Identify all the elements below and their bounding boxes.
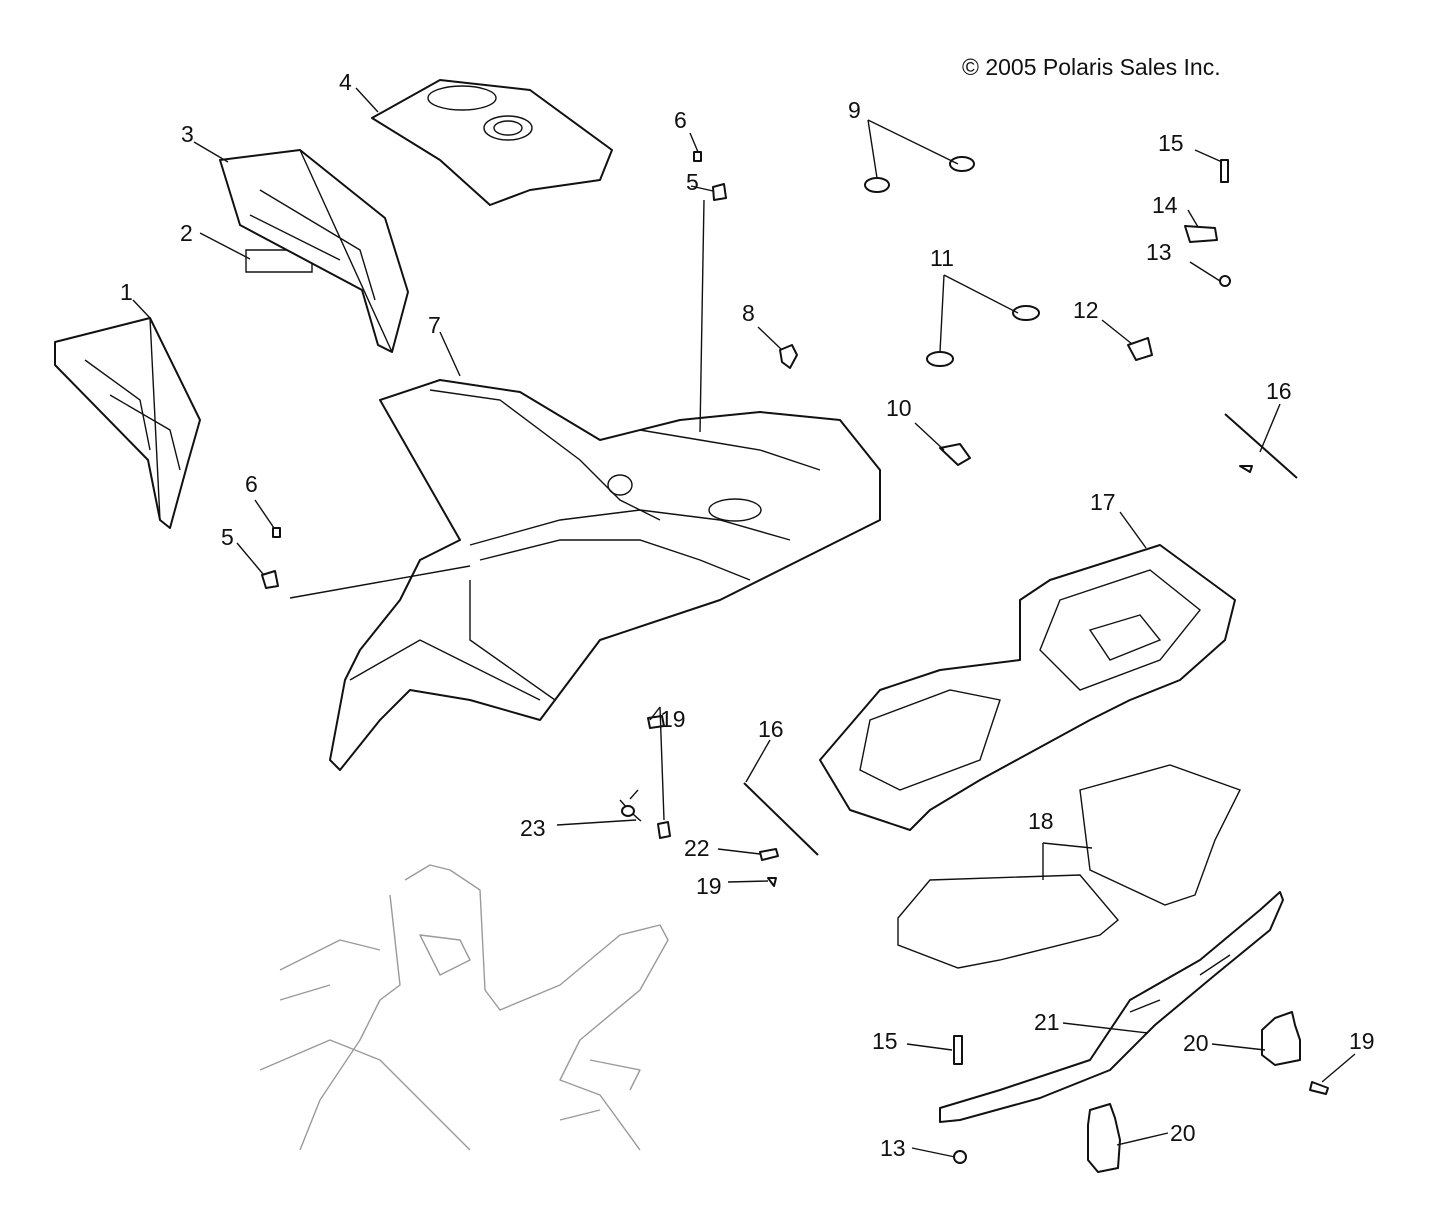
strap-23-loop [621,805,635,817]
screw-15-upper [1220,159,1229,183]
bolt-8 [779,344,798,369]
callout-13-lower: 13 [880,1135,906,1161]
callout-17: 17 [1090,489,1116,515]
callout-12: 12 [1073,297,1099,323]
callout-5-lower: 5 [221,524,234,550]
screw-19-right [1309,1081,1329,1095]
callouts: 1 2 3 4 5 5 6 6 7 8 9 10 11 12 13 13 14 … [120,69,1375,1161]
callout-18: 18 [1028,808,1054,834]
callout-20-lower: 20 [1170,1120,1196,1146]
part-1-left-side-panel [54,317,201,529]
nut-13-lower [953,1150,967,1164]
callout-19-upper: 19 [660,706,686,732]
grommet-19-lower [657,821,671,839]
fasteners [261,151,1329,1164]
callout-4: 4 [339,69,352,95]
plug-11-upper [1012,305,1040,321]
part-20-bracket-upper [1261,1011,1301,1066]
callout-9: 9 [848,97,861,123]
part-17-rear-rack [819,544,1236,831]
callout-13-upper: 13 [1146,239,1172,265]
part-20-bracket-lower [1087,1103,1121,1173]
rod-16-upper [1224,413,1298,479]
pin-19-lower [767,877,777,887]
clip-5-lower [261,570,279,589]
screw-15-lower [953,1035,963,1065]
callout-5-upper: 5 [686,169,699,195]
copyright-text: © 2005 Polaris Sales Inc. [962,54,1221,80]
plate-14 [1184,225,1218,243]
callout-21: 21 [1034,1009,1060,1035]
part-21-grab-bar [939,891,1284,1123]
part-3-side-panel [219,149,409,353]
callout-2: 2 [180,220,193,246]
part-4-top-cover [371,79,613,206]
clip-22 [759,848,779,861]
callout-16-upper: 16 [1266,378,1292,404]
plug-11-lower [926,351,954,367]
nut-13-upper [1219,275,1231,287]
callout-6-upper: 6 [674,107,687,133]
callout-23: 23 [520,815,546,841]
part-7-main-body [329,379,881,771]
clip-5-upper [712,183,727,201]
frame-ghost [259,864,669,1151]
callout-15-lower: 15 [872,1028,898,1054]
callout-19-middle: 19 [696,873,722,899]
callout-20-upper: 20 [1183,1030,1209,1056]
pin-16-upper [1239,465,1253,473]
rod-16-lower [743,782,819,856]
callout-6-lower: 6 [245,471,258,497]
latch-12 [1127,337,1153,361]
callout-11: 11 [930,245,954,271]
callout-8: 8 [742,300,755,326]
callout-22: 22 [684,835,710,861]
callout-3: 3 [181,121,194,147]
cap-9-upper [949,156,975,172]
callout-10: 10 [886,395,912,421]
latch-10 [939,443,971,466]
callout-1: 1 [120,279,133,305]
screw-6-upper [693,151,702,162]
part-18-rack-decals [897,764,1241,969]
callout-16-lower: 16 [758,716,784,742]
callout-15-upper: 15 [1158,130,1184,156]
callout-14: 14 [1152,192,1178,218]
leader-lines [132,87,1356,1158]
callout-19-right: 19 [1349,1028,1375,1054]
cap-9-lower [864,177,890,193]
screw-6-lower [272,527,281,538]
callout-7: 7 [428,312,441,338]
